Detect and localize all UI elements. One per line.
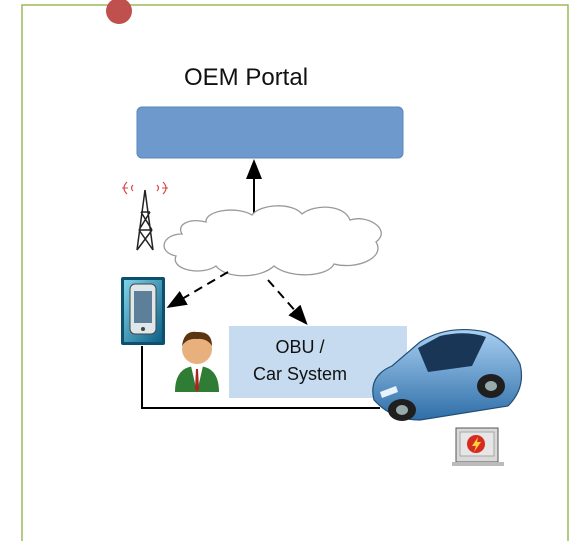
battery-charger-icon: [452, 427, 504, 466]
cloud-to-obu-arrow: [267, 279, 308, 326]
smartphone-icon[interactable]: [121, 277, 165, 345]
oem-portal-box[interactable]: [136, 106, 404, 159]
person-icon: [175, 331, 219, 392]
oem-portal-title: OEM Portal: [184, 64, 309, 91]
obu-label-line2: Car System: [252, 364, 348, 384]
phone-to-car-line: [141, 346, 380, 409]
cloud-icon: [163, 205, 382, 277]
corner-dot: [106, 0, 132, 24]
cell-tower-icon: [122, 181, 168, 251]
obu-box-inner: [229, 333, 371, 395]
cloud-to-phone-arrow: [166, 271, 229, 309]
car-icon[interactable]: [372, 328, 523, 421]
obu-label-line1: OBU /: [275, 337, 325, 357]
